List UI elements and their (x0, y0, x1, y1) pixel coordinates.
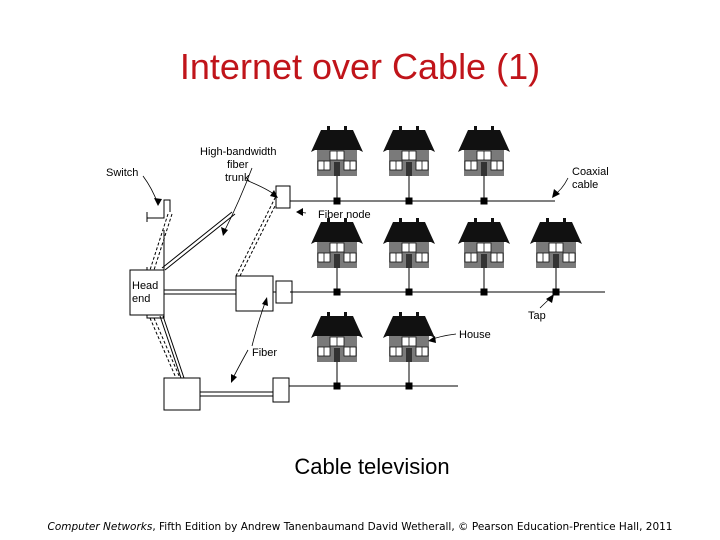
house-label: House (459, 329, 491, 341)
switch-label: Switch (106, 167, 138, 179)
head-end-label-line2: end (132, 293, 150, 305)
house-icon (310, 125, 364, 177)
fiber-label: Fiber (252, 347, 277, 359)
figure-caption: Cable television (294, 454, 450, 479)
credit-rest: , Fifth Edition by Andrew Tanenbaumand D… (152, 521, 673, 533)
head-end (129, 199, 171, 319)
head-end-label-line1: Head (132, 280, 158, 292)
coax-label-line2: cable (572, 179, 598, 191)
house-icon (382, 217, 436, 269)
credit-book-title: Computer Networks (47, 521, 153, 533)
slide-title: Internet over Cable (1) (179, 46, 541, 87)
taps (333, 176, 560, 390)
house-icon (457, 217, 511, 269)
houses (310, 125, 583, 363)
fiber-node-label: Fiber node (318, 209, 371, 221)
house-icon (457, 125, 511, 177)
house-icon (382, 311, 436, 363)
credit-line: Computer Networks, Fifth Edition by Andr… (0, 521, 720, 533)
trunk-label-line1: High-bandwidth (200, 146, 276, 158)
trunk-label-line2: fiber (227, 159, 249, 171)
house-icon (529, 217, 583, 269)
house-icon (310, 217, 364, 269)
coax-label-line1: Coaxial (572, 166, 609, 178)
trunk-label-line3: trunk (225, 172, 250, 184)
tap-label: Tap (528, 310, 546, 322)
house-icon (310, 311, 364, 363)
fiber-trunks (149, 185, 293, 411)
house-icon (382, 125, 436, 177)
arrowheads (154, 189, 560, 383)
